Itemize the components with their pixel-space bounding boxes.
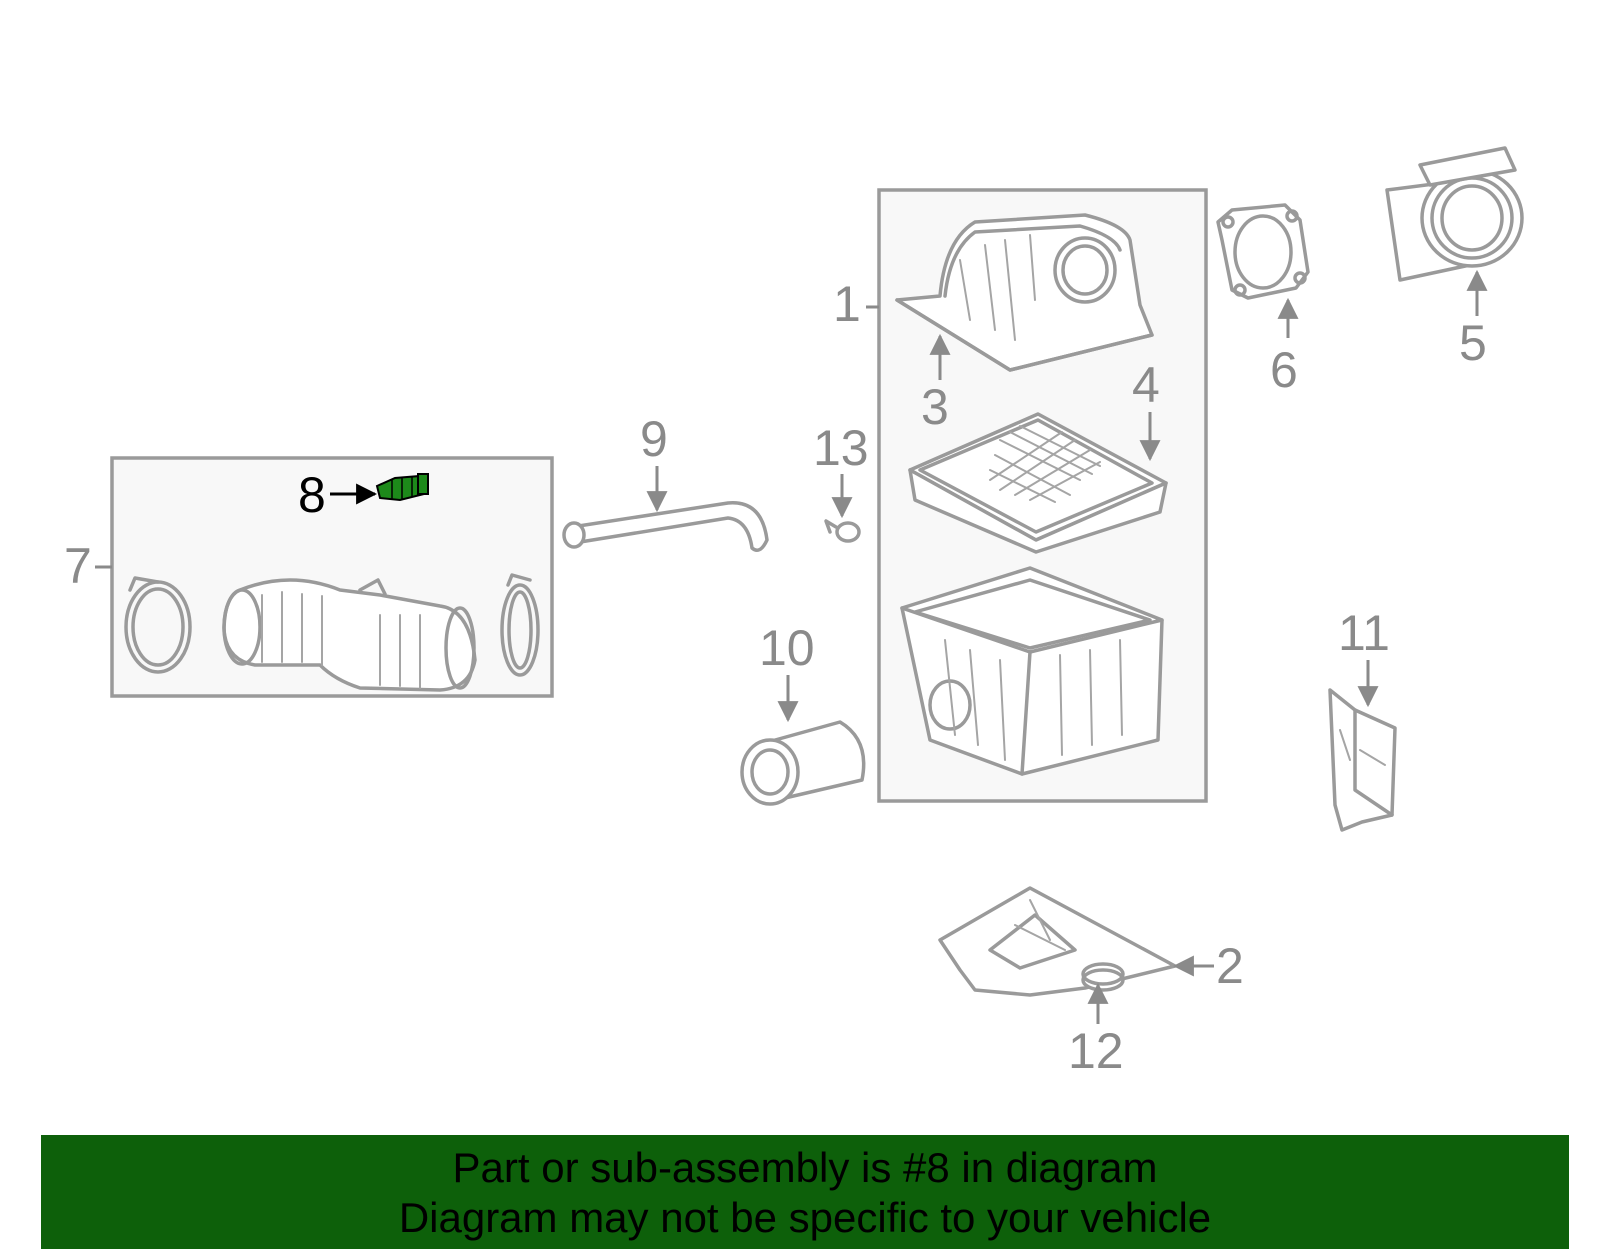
banner-line-1: Part or sub-assembly is #8 in diagram — [452, 1144, 1158, 1191]
callout-11: 11 — [1338, 605, 1390, 661]
banner-line-2: Diagram may not be specific to your vehi… — [398, 1194, 1212, 1241]
callout-12: 12 — [1068, 1023, 1124, 1079]
leader-lines — [95, 269, 1488, 1024]
callout-7: 7 — [64, 538, 92, 594]
callout-8: 8 — [298, 467, 326, 523]
part-1-body[interactable] — [900, 566, 1164, 776]
part-7-clamp-right[interactable] — [500, 573, 540, 677]
callout-6: 6 — [1270, 342, 1298, 398]
callout-13: 13 — [813, 420, 869, 476]
part-3-cover[interactable] — [895, 213, 1154, 372]
part-13-bolt[interactable] — [824, 519, 861, 543]
callout-3: 3 — [921, 379, 949, 435]
part-4-filter[interactable] — [908, 412, 1168, 554]
callout-5: 5 — [1459, 315, 1487, 371]
part-11-bracket[interactable] — [1328, 688, 1397, 832]
callout-2: 2 — [1216, 938, 1244, 994]
part-9-hose[interactable] — [562, 501, 769, 552]
part-10-resonator[interactable] — [740, 720, 866, 806]
part-8-sensor[interactable] — [375, 473, 429, 502]
part-5-maf-sensor[interactable] — [1385, 146, 1524, 282]
callout-9: 9 — [640, 411, 668, 467]
callout-1: 1 — [833, 276, 861, 332]
callout-4: 4 — [1132, 357, 1160, 413]
info-banner: Part or sub-assembly is #8 in diagram Di… — [41, 1135, 1569, 1249]
part-7-clamp-left[interactable] — [124, 576, 192, 674]
callout-10: 10 — [759, 620, 815, 676]
part-6-gasket[interactable] — [1216, 203, 1310, 300]
part-7-intake-duct[interactable] — [222, 578, 477, 692]
part-2-tray[interactable] — [938, 886, 1177, 997]
